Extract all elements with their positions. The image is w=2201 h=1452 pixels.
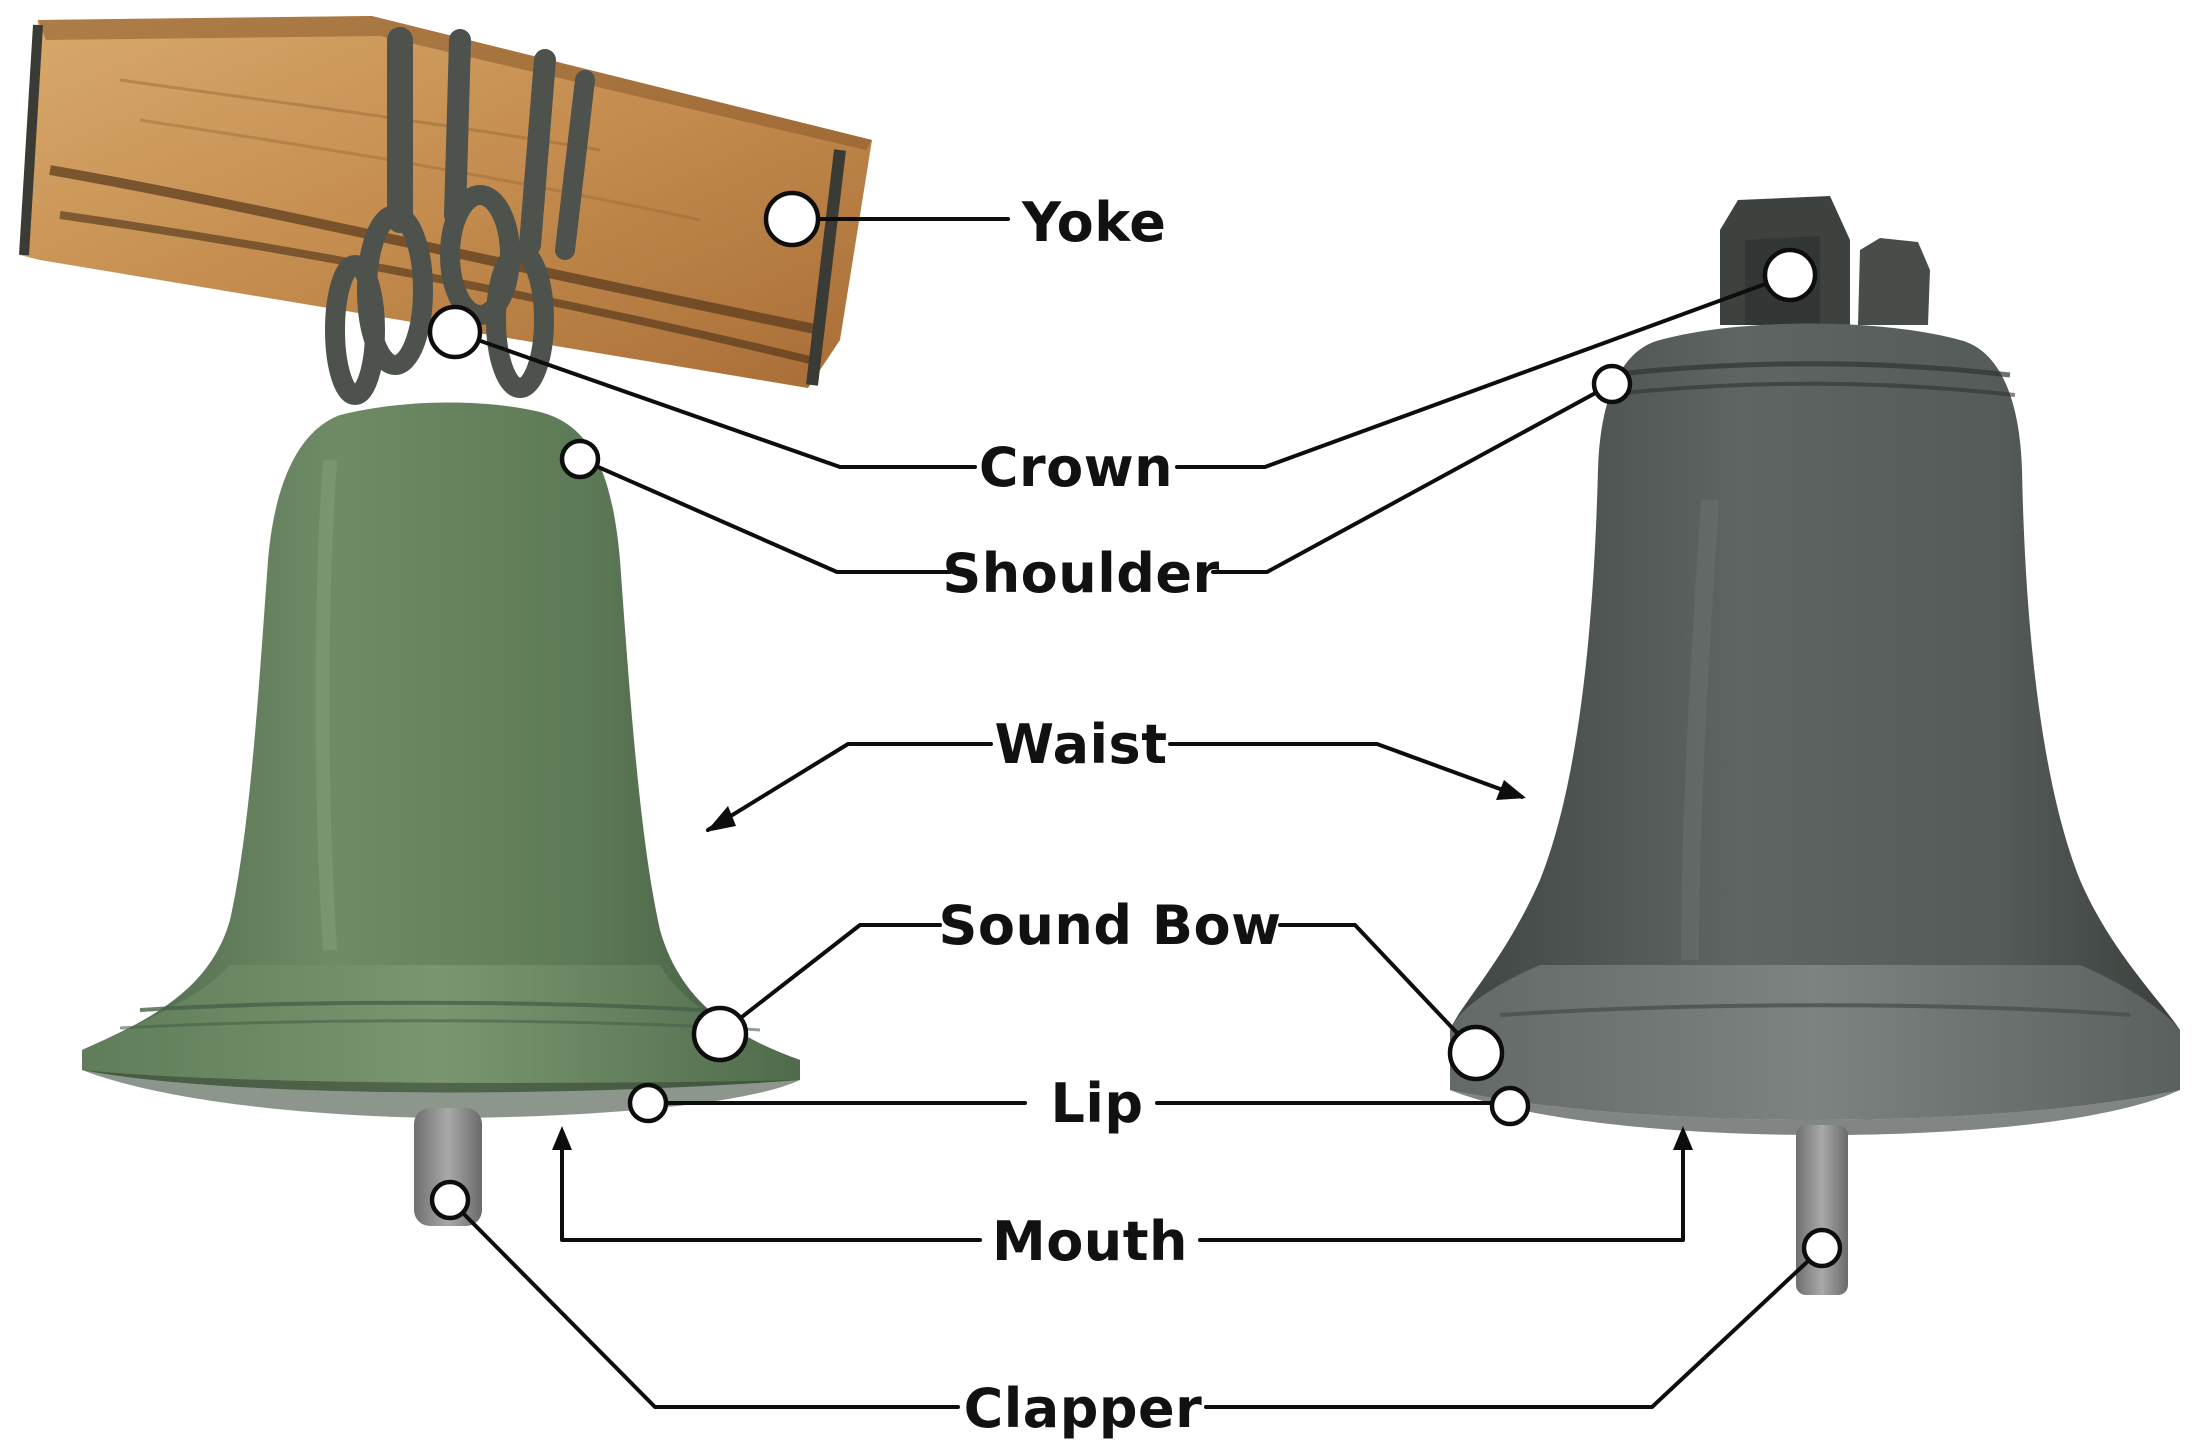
mouth-right-arrowhead [1673,1126,1693,1150]
label-yoke: Yoke [1021,191,1166,254]
leader-lines [448,217,1824,1409]
leader-waist-left [706,742,993,832]
bell-crown-loops [1720,196,1930,325]
leader-clapper-right [1204,1246,1824,1409]
arrowheads [552,780,1693,1150]
leader-crown-left [453,330,977,469]
leader-crown-right [1175,273,1792,469]
green-bronze-bell [82,402,800,1118]
mouth-left-arrowhead [552,1126,572,1150]
sound-bow-marker-right [1447,1024,1505,1082]
label-lip: Lip [1050,1072,1143,1135]
clapper-marker-left [429,1179,471,1221]
leader-shoulder-right [1211,382,1614,574]
label-waist: Waist [994,713,1167,776]
dark-bronze-bell [1450,323,2180,1135]
leader-shoulder-left [578,457,952,574]
lip-marker-right [1489,1085,1531,1127]
right-clapper-rod [1796,1125,1848,1295]
leader-waist-right [1168,742,1524,799]
shoulder-marker-left [559,438,601,480]
leader-sound-bow-left [718,923,942,1036]
leader-sound-bow-right [1278,923,1478,1055]
lip-marker-left [627,1082,669,1124]
yoke-marker [763,190,821,248]
leader-mouth-left [560,1136,982,1242]
label-crown: Crown [979,436,1173,499]
waist-right-arrowhead [1496,780,1526,800]
leader-clapper-left [448,1198,960,1409]
label-mouth: Mouth [992,1210,1188,1273]
iron-hanger-loops [325,27,595,405]
part-labels: Yoke Crown Shoulder Waist Sound Bow Lip … [939,191,1282,1440]
left-bell-photo [19,16,872,1226]
crown-marker-left [427,304,483,360]
label-clapper: Clapper [964,1377,1203,1440]
marker-dots [427,190,1843,1269]
label-sound-bow: Sound Bow [939,894,1282,957]
waist-left-arrowhead [706,806,736,832]
crown-marker-right [1762,247,1818,303]
label-shoulder: Shoulder [942,542,1219,605]
clapper-marker-right [1801,1227,1843,1269]
leader-mouth-right [1198,1136,1685,1242]
sound-bow-marker-left [691,1005,749,1063]
shoulder-marker-right [1591,363,1633,405]
